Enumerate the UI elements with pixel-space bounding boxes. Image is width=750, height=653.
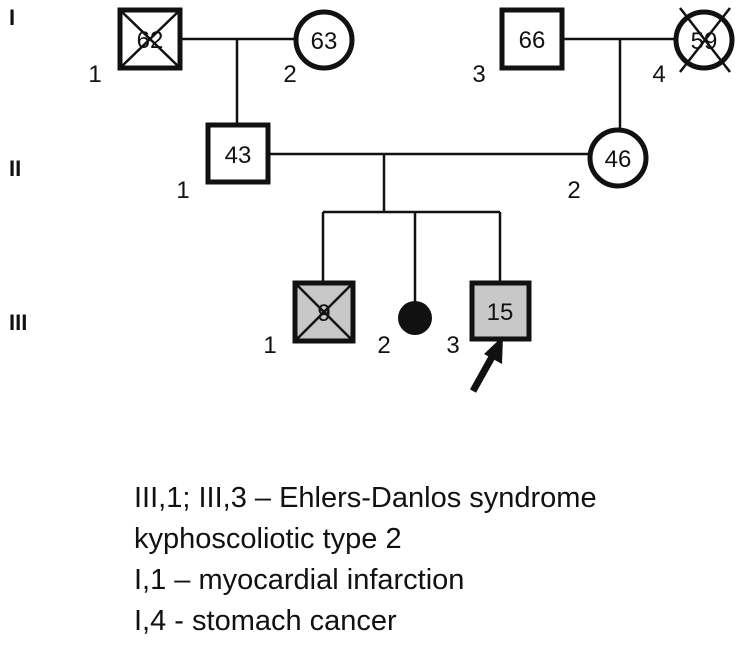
individual-II-2: 46 2: [567, 127, 649, 204]
pedigree-chart: I II III 62 1 63 2 66: [9, 5, 735, 393]
individual-number: 2: [377, 332, 390, 359]
deceased-mark: [119, 9, 181, 69]
age-label: 63: [311, 28, 338, 55]
individual-III-2: 2: [377, 301, 432, 359]
legend-line-2: kyphoscoliotic type 2: [134, 523, 402, 555]
individual-I-4: 59 4: [652, 7, 735, 88]
legend-line-4: I,4 - stomach cancer: [134, 605, 397, 637]
male-symbol: [205, 122, 271, 185]
deceased-mark: [294, 282, 354, 342]
generation-label-3: III: [9, 310, 27, 335]
age-label: 43: [225, 142, 252, 169]
individual-I-3: 66 3: [472, 7, 565, 88]
filled-dot-symbol: [398, 301, 432, 335]
female-symbol: [587, 127, 649, 189]
deceased-mark: [679, 7, 731, 73]
individual-number: 1: [88, 61, 101, 88]
individual-number: 1: [176, 177, 189, 204]
individual-III-3: 15 3: [446, 280, 532, 393]
individual-number: 3: [472, 61, 485, 88]
age-label: 15: [487, 299, 514, 326]
individual-number: 3: [446, 332, 459, 359]
individual-III-1: 9 1: [263, 280, 356, 359]
individual-number: 2: [567, 177, 580, 204]
female-symbol: [293, 9, 355, 71]
generation-label-2: II: [9, 156, 21, 181]
individual-number: 2: [283, 61, 296, 88]
age-label: 66: [519, 27, 546, 54]
individual-number: 4: [652, 61, 665, 88]
legend: III,1; III,3 – Ehlers-Danlos syndrome ky…: [134, 478, 597, 642]
proband-arrow-shaft: [469, 355, 496, 393]
individual-I-2: 63 2: [283, 9, 355, 88]
legend-line-1: III,1; III,3 – Ehlers-Danlos syndrome: [134, 482, 597, 514]
individual-number: 1: [263, 332, 276, 359]
individual-II-1: 43 1: [176, 122, 271, 204]
individual-I-1: 62 1: [88, 7, 183, 88]
male-symbol: [499, 7, 565, 71]
generation-label-1: I: [9, 5, 15, 30]
proband-arrow-head: [484, 336, 503, 364]
age-label: 46: [605, 146, 632, 173]
male-symbol-affected: [469, 280, 532, 342]
legend-line-3: I,1 – myocardial infarction: [134, 564, 465, 596]
